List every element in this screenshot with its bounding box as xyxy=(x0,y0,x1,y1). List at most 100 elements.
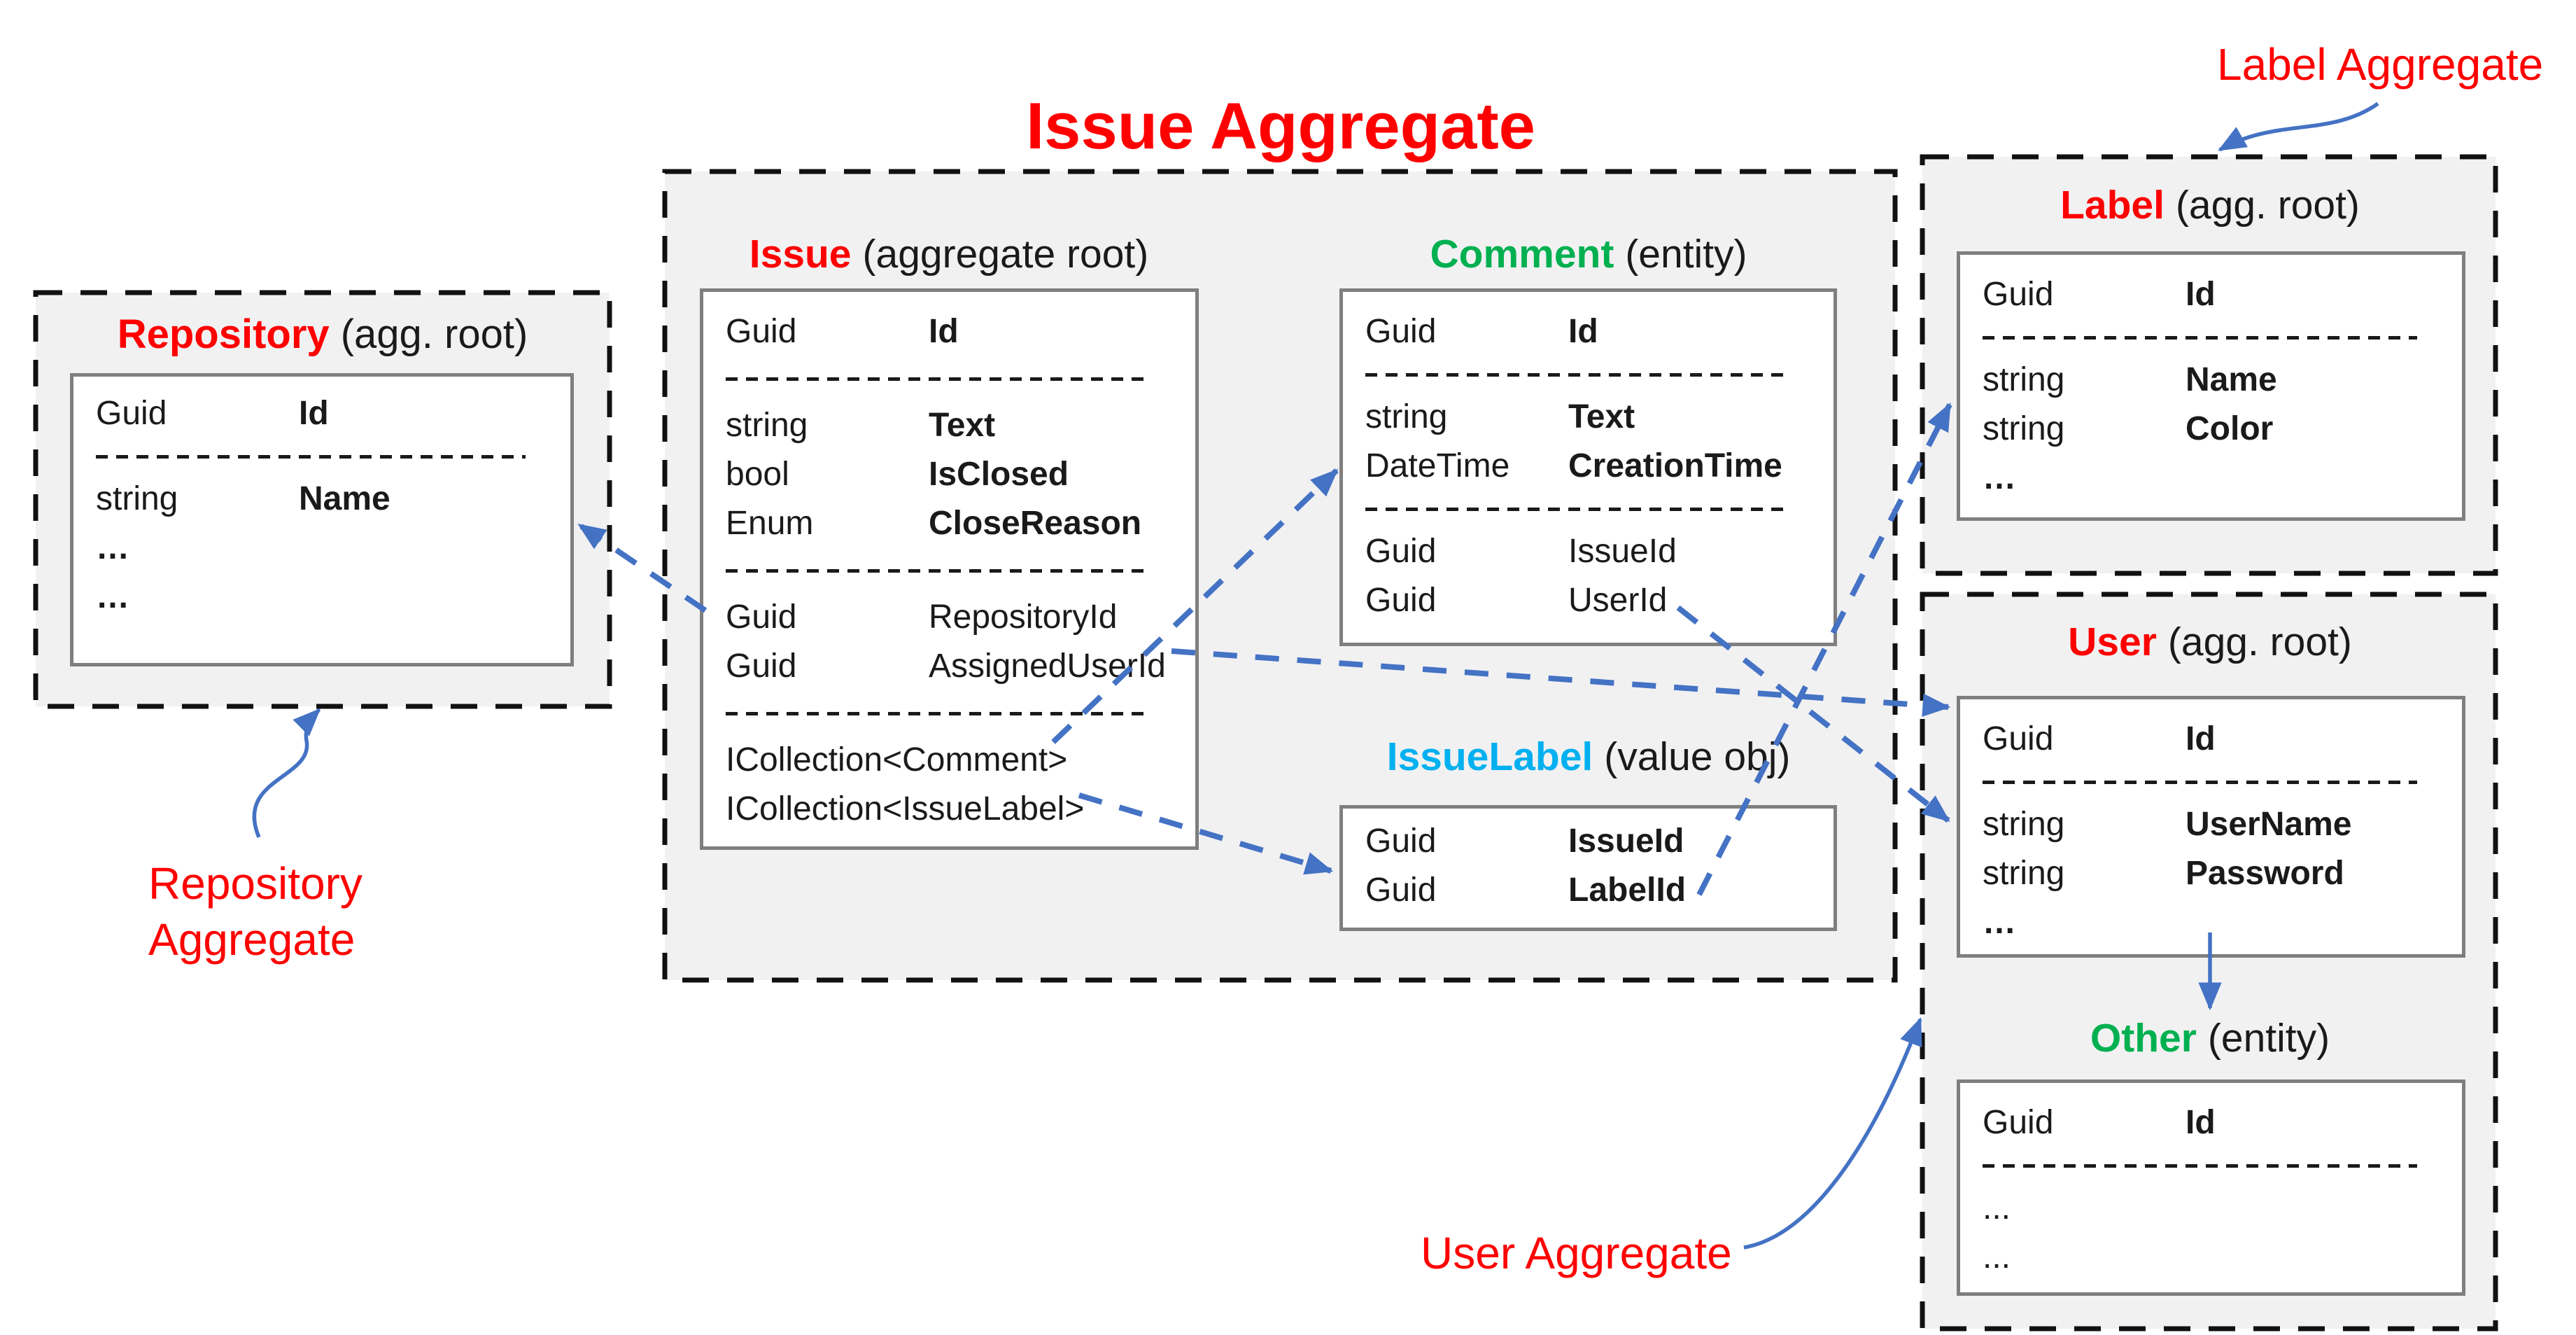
user-entity-name: User xyxy=(2068,620,2157,664)
field-type: ... xyxy=(1983,1189,2011,1226)
field-type: Guid xyxy=(1983,720,2054,757)
table-row: … xyxy=(1960,898,2462,947)
label-entity-header: Label(agg. root) xyxy=(2060,182,2360,228)
user-entity-header: User(agg. root) xyxy=(2068,619,2352,665)
field-name: Password xyxy=(2186,855,2344,892)
table-row: … xyxy=(73,524,570,573)
table-row: string Name xyxy=(73,475,570,524)
field-name: AssignedUserId xyxy=(929,648,1166,685)
table-row: Guid Id xyxy=(1343,307,1834,356)
field-name: Id xyxy=(1568,313,1598,350)
row-separator xyxy=(1343,491,1834,527)
row-separator xyxy=(1343,356,1834,393)
row-separator xyxy=(1960,319,2462,356)
other-entity-name: Other xyxy=(2090,1016,2197,1061)
field-type: … xyxy=(1983,459,2016,496)
row-separator xyxy=(1960,1147,2462,1184)
table-row: Guid Id xyxy=(1960,1098,2462,1147)
table-row: string Password xyxy=(1960,849,2462,898)
label-aggregate-callout: Label Aggregate xyxy=(2217,39,2544,90)
field-name: Id xyxy=(2186,1104,2216,1141)
field-type: ... xyxy=(1983,1238,2011,1275)
field-name: UserId xyxy=(1568,582,1668,619)
field-type: Guid xyxy=(1365,823,1437,860)
repository-aggregate-callout: Repository Aggregate xyxy=(148,855,363,967)
field-type: Enum xyxy=(726,505,814,542)
table-row: string Color xyxy=(1960,405,2462,454)
field-type: Guid xyxy=(726,648,797,685)
table-row: Guid Id xyxy=(703,307,1195,356)
field-type: Guid xyxy=(1365,582,1437,619)
field-type: Guid xyxy=(726,313,797,350)
field-type: string xyxy=(1983,806,2065,843)
field-type: Guid xyxy=(1983,1104,2054,1141)
field-name: Text xyxy=(929,407,996,444)
table-row: Guid LabelId xyxy=(1343,866,1834,915)
table-row: string UserName xyxy=(1960,800,2462,849)
row-separator xyxy=(703,548,1195,593)
table-row: ICollection<IssueLabel> xyxy=(703,785,1195,834)
field-name: IssueId xyxy=(1568,533,1677,570)
field-type: bool xyxy=(726,456,789,493)
field-name: UserName xyxy=(2186,806,2352,843)
field-type: … xyxy=(96,529,129,566)
other-entity-stereotype: (entity) xyxy=(2207,1016,2330,1061)
field-type: DateTime xyxy=(1365,447,1510,484)
field-type: string xyxy=(1983,410,2065,447)
field-name: IssueId xyxy=(1568,823,1684,860)
field-type: ICollection<IssueLabel> xyxy=(726,790,1085,827)
field-type: string xyxy=(96,480,178,517)
table-row: … xyxy=(73,573,570,622)
issuelabel-entity-header: IssueLabel(value obj) xyxy=(1387,734,1791,780)
field-type: Guid xyxy=(1365,313,1437,350)
issuelabel-entity-stereotype: (value obj) xyxy=(1604,734,1791,779)
table-row: string Text xyxy=(703,401,1195,450)
table-row: Guid AssignedUserId xyxy=(703,642,1195,691)
field-name: IsClosed xyxy=(929,456,1069,493)
table-row: ... xyxy=(1960,1184,2462,1233)
field-type: string xyxy=(1983,361,2065,398)
other-table: Guid Id...... xyxy=(1957,1079,2465,1296)
field-type: Guid xyxy=(726,599,797,636)
other-entity-header: Other(entity) xyxy=(2090,1015,2330,1061)
label-entity-stereotype: (agg. root) xyxy=(2175,183,2360,228)
issuelabel-entity-name: IssueLabel xyxy=(1386,734,1593,779)
table-row: Guid UserId xyxy=(1343,576,1834,625)
field-type: string xyxy=(726,407,808,444)
row-separator xyxy=(703,691,1195,736)
table-row: Guid Id xyxy=(1960,715,2462,764)
field-type: string xyxy=(1983,855,2065,892)
field-name: Id xyxy=(2186,276,2216,313)
row-separator xyxy=(73,438,570,475)
field-name: Id xyxy=(299,395,329,432)
issue-entity-stereotype: (aggregate root) xyxy=(862,232,1149,277)
issue-entity-header: Issue(aggregate root) xyxy=(749,231,1149,277)
field-type: … xyxy=(96,578,129,615)
field-name: Id xyxy=(929,313,959,350)
table-row: Guid IssueId xyxy=(1343,817,1834,866)
field-name: LabelId xyxy=(1568,872,1687,909)
field-type: Guid xyxy=(1983,276,2054,313)
field-name: Name xyxy=(299,480,390,517)
field-name: Color xyxy=(2186,410,2274,447)
field-type: Guid xyxy=(1365,872,1437,909)
field-type: ICollection<Comment> xyxy=(726,741,1068,778)
table-row: ... xyxy=(1960,1233,2462,1282)
row-separator xyxy=(1960,764,2462,800)
field-type: … xyxy=(1983,904,2016,941)
field-name: Id xyxy=(2186,720,2216,757)
user-entity-stereotype: (agg. root) xyxy=(2167,620,2352,664)
diagram-title: Issue Aggregate xyxy=(1026,89,1535,162)
table-row: Guid Id xyxy=(1960,270,2462,319)
issue-entity-name: Issue xyxy=(749,232,852,277)
repository-entity-header: Repository(agg. root) xyxy=(118,311,528,358)
